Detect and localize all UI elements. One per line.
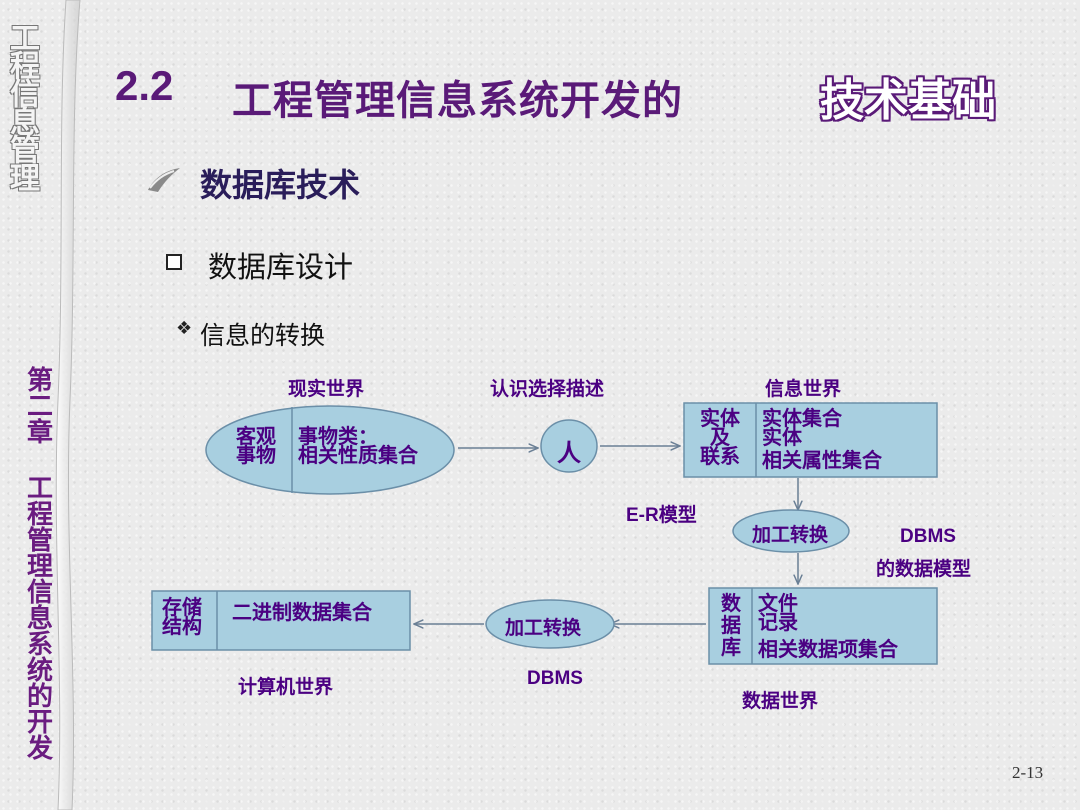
brush-bullet-icon	[148, 168, 180, 192]
chapter-title: 第二章 工程管理信息系统的开发	[22, 366, 53, 760]
computer-world-left-line2: 结构	[162, 616, 202, 638]
dbms-model-line1: DBMS	[900, 526, 956, 547]
data-world-right-line2: 记录	[758, 612, 798, 634]
real-world-ellipse	[205, 405, 455, 495]
page-title: 工程管理信息系统开发的	[232, 77, 683, 124]
page-number: 2-13	[1012, 763, 1044, 782]
process-top-label: 加工转换	[752, 525, 829, 546]
data-world-right-line3: 相关数据项集合	[758, 639, 898, 661]
info-world-left-line1: 实体	[700, 408, 740, 430]
real-world-left-line2: 事物	[236, 445, 276, 467]
computer-world-label: 计算机世界	[238, 677, 334, 698]
info-world-left-line3: 联系	[700, 446, 740, 468]
section-number: 2.2	[115, 62, 174, 109]
computer-world-box	[151, 590, 411, 651]
info-world-left-line2: 及	[710, 427, 730, 449]
side-rail	[55, 0, 81, 810]
process-top-ellipse	[732, 509, 850, 553]
process-bottom-ellipse	[485, 599, 615, 649]
data-world-left-line3: 库	[721, 637, 741, 659]
checkbox-icon	[166, 254, 182, 270]
page-title-emphasis: 技术基础	[820, 75, 996, 126]
bullet-level2: 数据库设计	[208, 250, 354, 284]
bullet-level1: 数据库技术	[200, 166, 361, 204]
info-world-label: 信息世界	[765, 379, 842, 400]
dbms-label: DBMS	[527, 668, 583, 689]
data-world-left-line1: 数	[721, 593, 741, 615]
dbms-model-line2: 的数据模型	[876, 559, 972, 580]
person-circle	[540, 419, 598, 473]
er-model-label: E-R模型	[626, 505, 697, 526]
process-bottom-label: 加工转换	[505, 618, 582, 639]
info-world-right-line2: 实体	[762, 427, 802, 449]
real-world-label: 现实世界	[288, 379, 365, 400]
data-world-right-line1: 文件	[758, 593, 798, 615]
real-world-left-line1: 客观	[236, 426, 276, 448]
data-world-box	[708, 587, 938, 665]
computer-world-right: 二进制数据集合	[232, 602, 372, 624]
diamond-bullet-icon: ❖	[176, 318, 193, 339]
data-world-label: 数据世界	[742, 691, 819, 712]
info-world-right-line1: 实体集合	[762, 408, 842, 430]
bullet-level3: 信息的转换	[200, 321, 326, 350]
info-world-right-line3: 相关属性集合	[762, 450, 882, 472]
real-world-right-line1: 事物类：	[298, 426, 378, 448]
person-label: 人	[557, 440, 581, 467]
real-world-right-line2: 相关性质集合	[298, 445, 418, 467]
computer-world-left-line1: 存储	[162, 597, 202, 619]
sidebar-title: 工程信息管理	[4, 22, 39, 190]
info-world-box	[683, 402, 938, 478]
data-world-left-line2: 据	[721, 615, 741, 637]
recognition-label: 认识选择描述	[490, 379, 605, 400]
